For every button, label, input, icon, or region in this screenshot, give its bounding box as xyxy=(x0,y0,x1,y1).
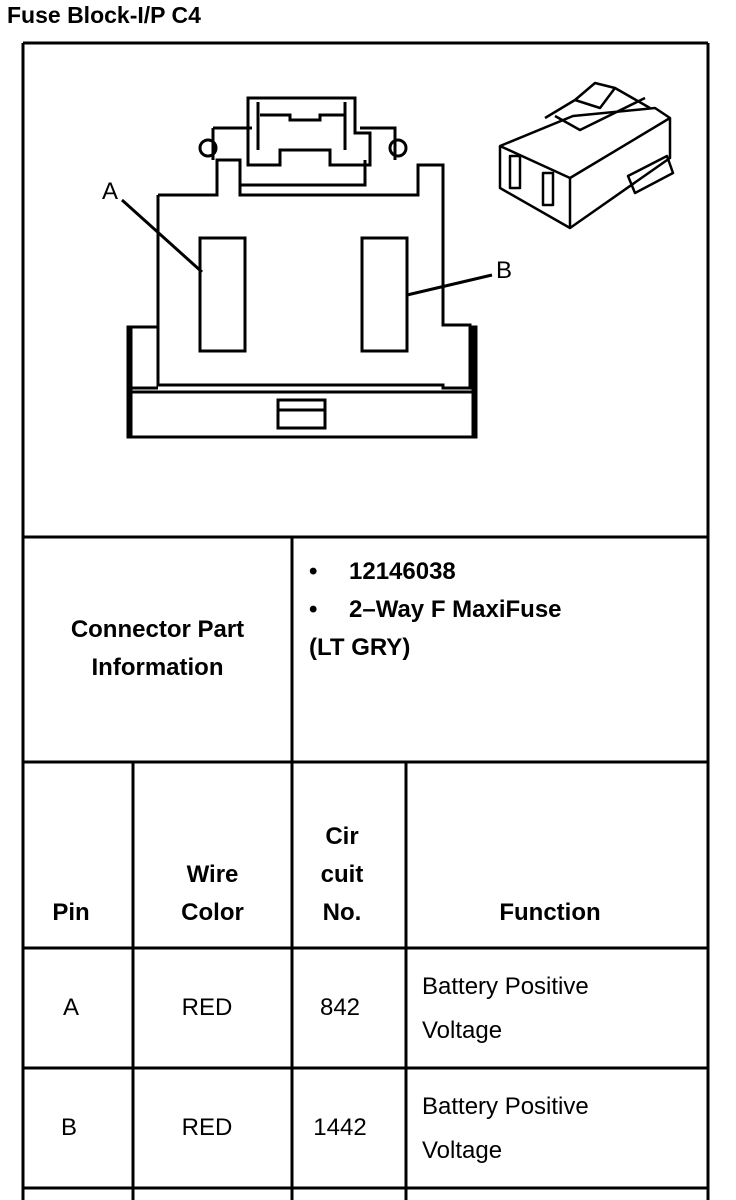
header-wire-color-line1: Wire xyxy=(186,861,239,888)
connector-info-label-line1: Connector Part xyxy=(70,616,245,643)
page-title: Fuse Block-I/P C4 xyxy=(7,2,201,28)
header-pin: Pin xyxy=(52,899,90,926)
header-function: Function xyxy=(499,899,601,926)
row-b-function-line2: Voltage xyxy=(422,1137,503,1164)
header-circuit-line1: Cir xyxy=(325,823,359,850)
header-circuit-no: Cir cuit No. xyxy=(292,818,392,932)
row-a-pin: A xyxy=(62,994,79,1021)
header-circuit-line3: No. xyxy=(322,899,362,926)
part-number-item: • 12146038 xyxy=(309,553,562,591)
bullet: • xyxy=(309,558,318,585)
row-b-circuit: 1442 xyxy=(313,1114,367,1141)
connector-info-label-line2: Information xyxy=(91,654,224,681)
row-a-function: Battery Positive Voltage xyxy=(422,965,589,1053)
row-a-wire-color: RED xyxy=(181,994,233,1021)
header-wire-color-line2: Color xyxy=(181,899,244,926)
row-b-function-line1: Battery Positive xyxy=(422,1093,589,1120)
description-line1: 2–Way F MaxiFuse xyxy=(349,596,562,623)
description-line2: (LT GRY) xyxy=(309,634,411,661)
connector-isometric-icon xyxy=(498,81,675,230)
row-b-function: Battery Positive Voltage xyxy=(422,1085,589,1173)
row-a-function-line2: Voltage xyxy=(422,1017,503,1044)
connector-info-label: Connector Part Information xyxy=(23,611,292,687)
header-wire-color: Wire Color xyxy=(133,856,292,932)
part-number: 12146038 xyxy=(349,558,456,585)
pin-label-a: A xyxy=(102,178,119,205)
connector-spec-list: • 12146038 • 2–Way F MaxiFuse (LT GRY) xyxy=(309,553,562,667)
row-b-pin: B xyxy=(60,1114,77,1141)
row-b-wire-color: RED xyxy=(181,1114,233,1141)
connector-face-diagram xyxy=(120,96,493,439)
description-item: • 2–Way F MaxiFuse xyxy=(309,591,562,629)
header-circuit-line2: cuit xyxy=(320,861,364,888)
bullet: • xyxy=(309,596,318,623)
row-a-circuit: 842 xyxy=(319,994,361,1021)
row-a-function-line1: Battery Positive xyxy=(422,973,589,1000)
pin-label-b: B xyxy=(496,257,513,284)
